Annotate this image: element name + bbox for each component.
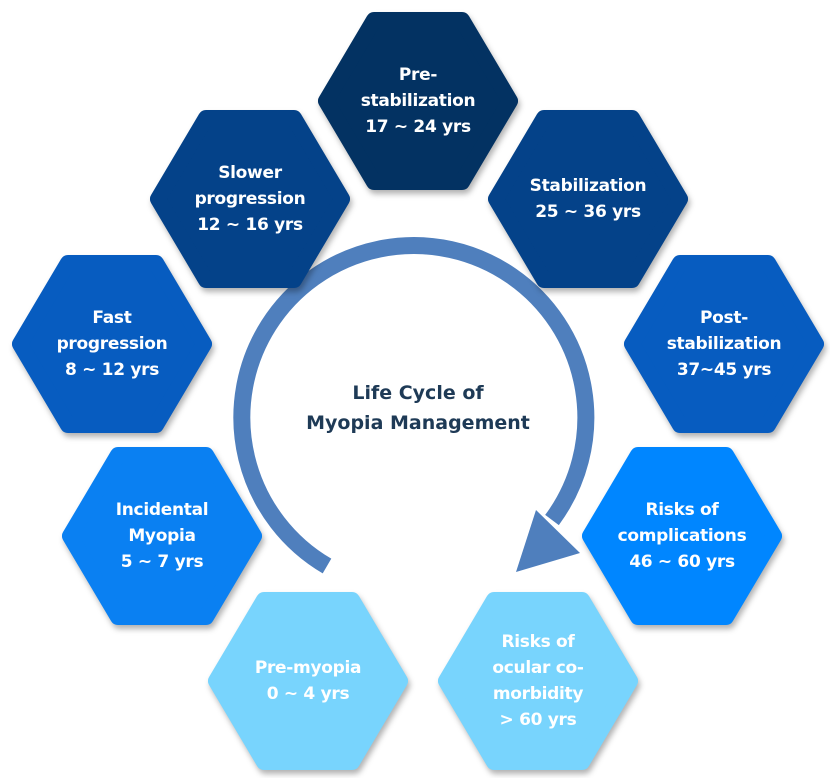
hexagon-shape (150, 110, 350, 288)
hexagon-shape (438, 592, 638, 770)
stage-label-line: Slower (218, 163, 282, 183)
hexagon-shape (582, 447, 782, 625)
stage-label-line: Stabilization (529, 176, 647, 196)
hexagon-shape (624, 255, 824, 433)
stage-label-line: ocular co- (492, 658, 584, 678)
hexagon-shape (12, 255, 212, 433)
stage-label-line: complications (617, 526, 747, 546)
hexagon-shape (62, 447, 262, 625)
stage-label-line: Risks of (501, 632, 575, 652)
stage-label-line: Pre-myopia (254, 658, 362, 678)
stage-stabilization: Stabilization 25 ~ 36 yrs (488, 110, 688, 288)
stage-label-line: > 60 yrs (499, 710, 577, 730)
stage-label: Slower progression 12 ~ 16 yrs (150, 110, 350, 288)
stage-label-line: stabilization (360, 91, 476, 111)
stage-label: Risks of complications 46 ~ 60 yrs (582, 447, 782, 625)
stage-label-line: 37~45 yrs (676, 360, 772, 380)
cycle-arrow-arc (233, 237, 595, 574)
stage-label: Stabilization 25 ~ 36 yrs (488, 110, 688, 288)
cycle-arrow-head (516, 510, 580, 572)
stage-label-line: progression (194, 189, 306, 209)
stage-label-line: 25 ~ 36 yrs (535, 202, 641, 222)
stage-label-line: morbidity (492, 684, 584, 704)
center-title: Life Cycle of Myopia Management (268, 378, 568, 438)
stage-risks-of-complications: Risks of complications 46 ~ 60 yrs (582, 447, 782, 625)
stage-label: Risks of ocular co-morbidity > 60 yrs (438, 592, 638, 770)
hexagon-shape (318, 12, 518, 190)
stage-label-line: progression (56, 334, 168, 354)
stage-label-line: 46 ~ 60 yrs (629, 552, 735, 572)
hexagon-shape (208, 592, 408, 770)
stage-label-line: stabilization (666, 334, 782, 354)
stage-pre-myopia: Pre-myopia 0 ~ 4 yrs (208, 592, 408, 770)
hexagon-shape (488, 110, 688, 288)
stage-label-line: Myopia (128, 526, 196, 546)
stage-label-line: 0 ~ 4 yrs (266, 684, 350, 704)
stage-label-line: 17 ~ 24 yrs (365, 117, 471, 137)
stage-label: Fast progression 8 ~ 12 yrs (12, 255, 212, 433)
stage-pre-stabilization: Pre-stabilization 17 ~ 24 yrs (318, 12, 518, 190)
center-title-line2: Myopia Management (306, 412, 530, 434)
stage-label: Pre-myopia 0 ~ 4 yrs (208, 592, 408, 770)
stage-label-line: 8 ~ 12 yrs (64, 360, 160, 380)
stage-label: Post-stabilization 37~45 yrs (624, 255, 824, 433)
center-title-line1: Life Cycle of (352, 382, 484, 404)
stage-label-line: 12 ~ 16 yrs (197, 215, 303, 235)
stage-label-line: Incidental (115, 500, 209, 520)
stage-label-line: Fast (92, 308, 132, 328)
stage-label-line: Post- (700, 308, 748, 328)
stage-risks-of-ocular-comorbidity: Risks of ocular co-morbidity > 60 yrs (438, 592, 638, 770)
stage-label-line: Pre- (398, 65, 438, 85)
stage-label-line: 5 ~ 7 yrs (120, 552, 204, 572)
stage-label: Pre-stabilization 17 ~ 24 yrs (318, 12, 518, 190)
stage-fast-progression: Fast progression 8 ~ 12 yrs (12, 255, 212, 433)
stage-label-line: Risks of (645, 500, 719, 520)
stage-slower-progression: Slower progression 12 ~ 16 yrs (150, 110, 350, 288)
stage-post-stabilization: Post-stabilization 37~45 yrs (624, 255, 824, 433)
